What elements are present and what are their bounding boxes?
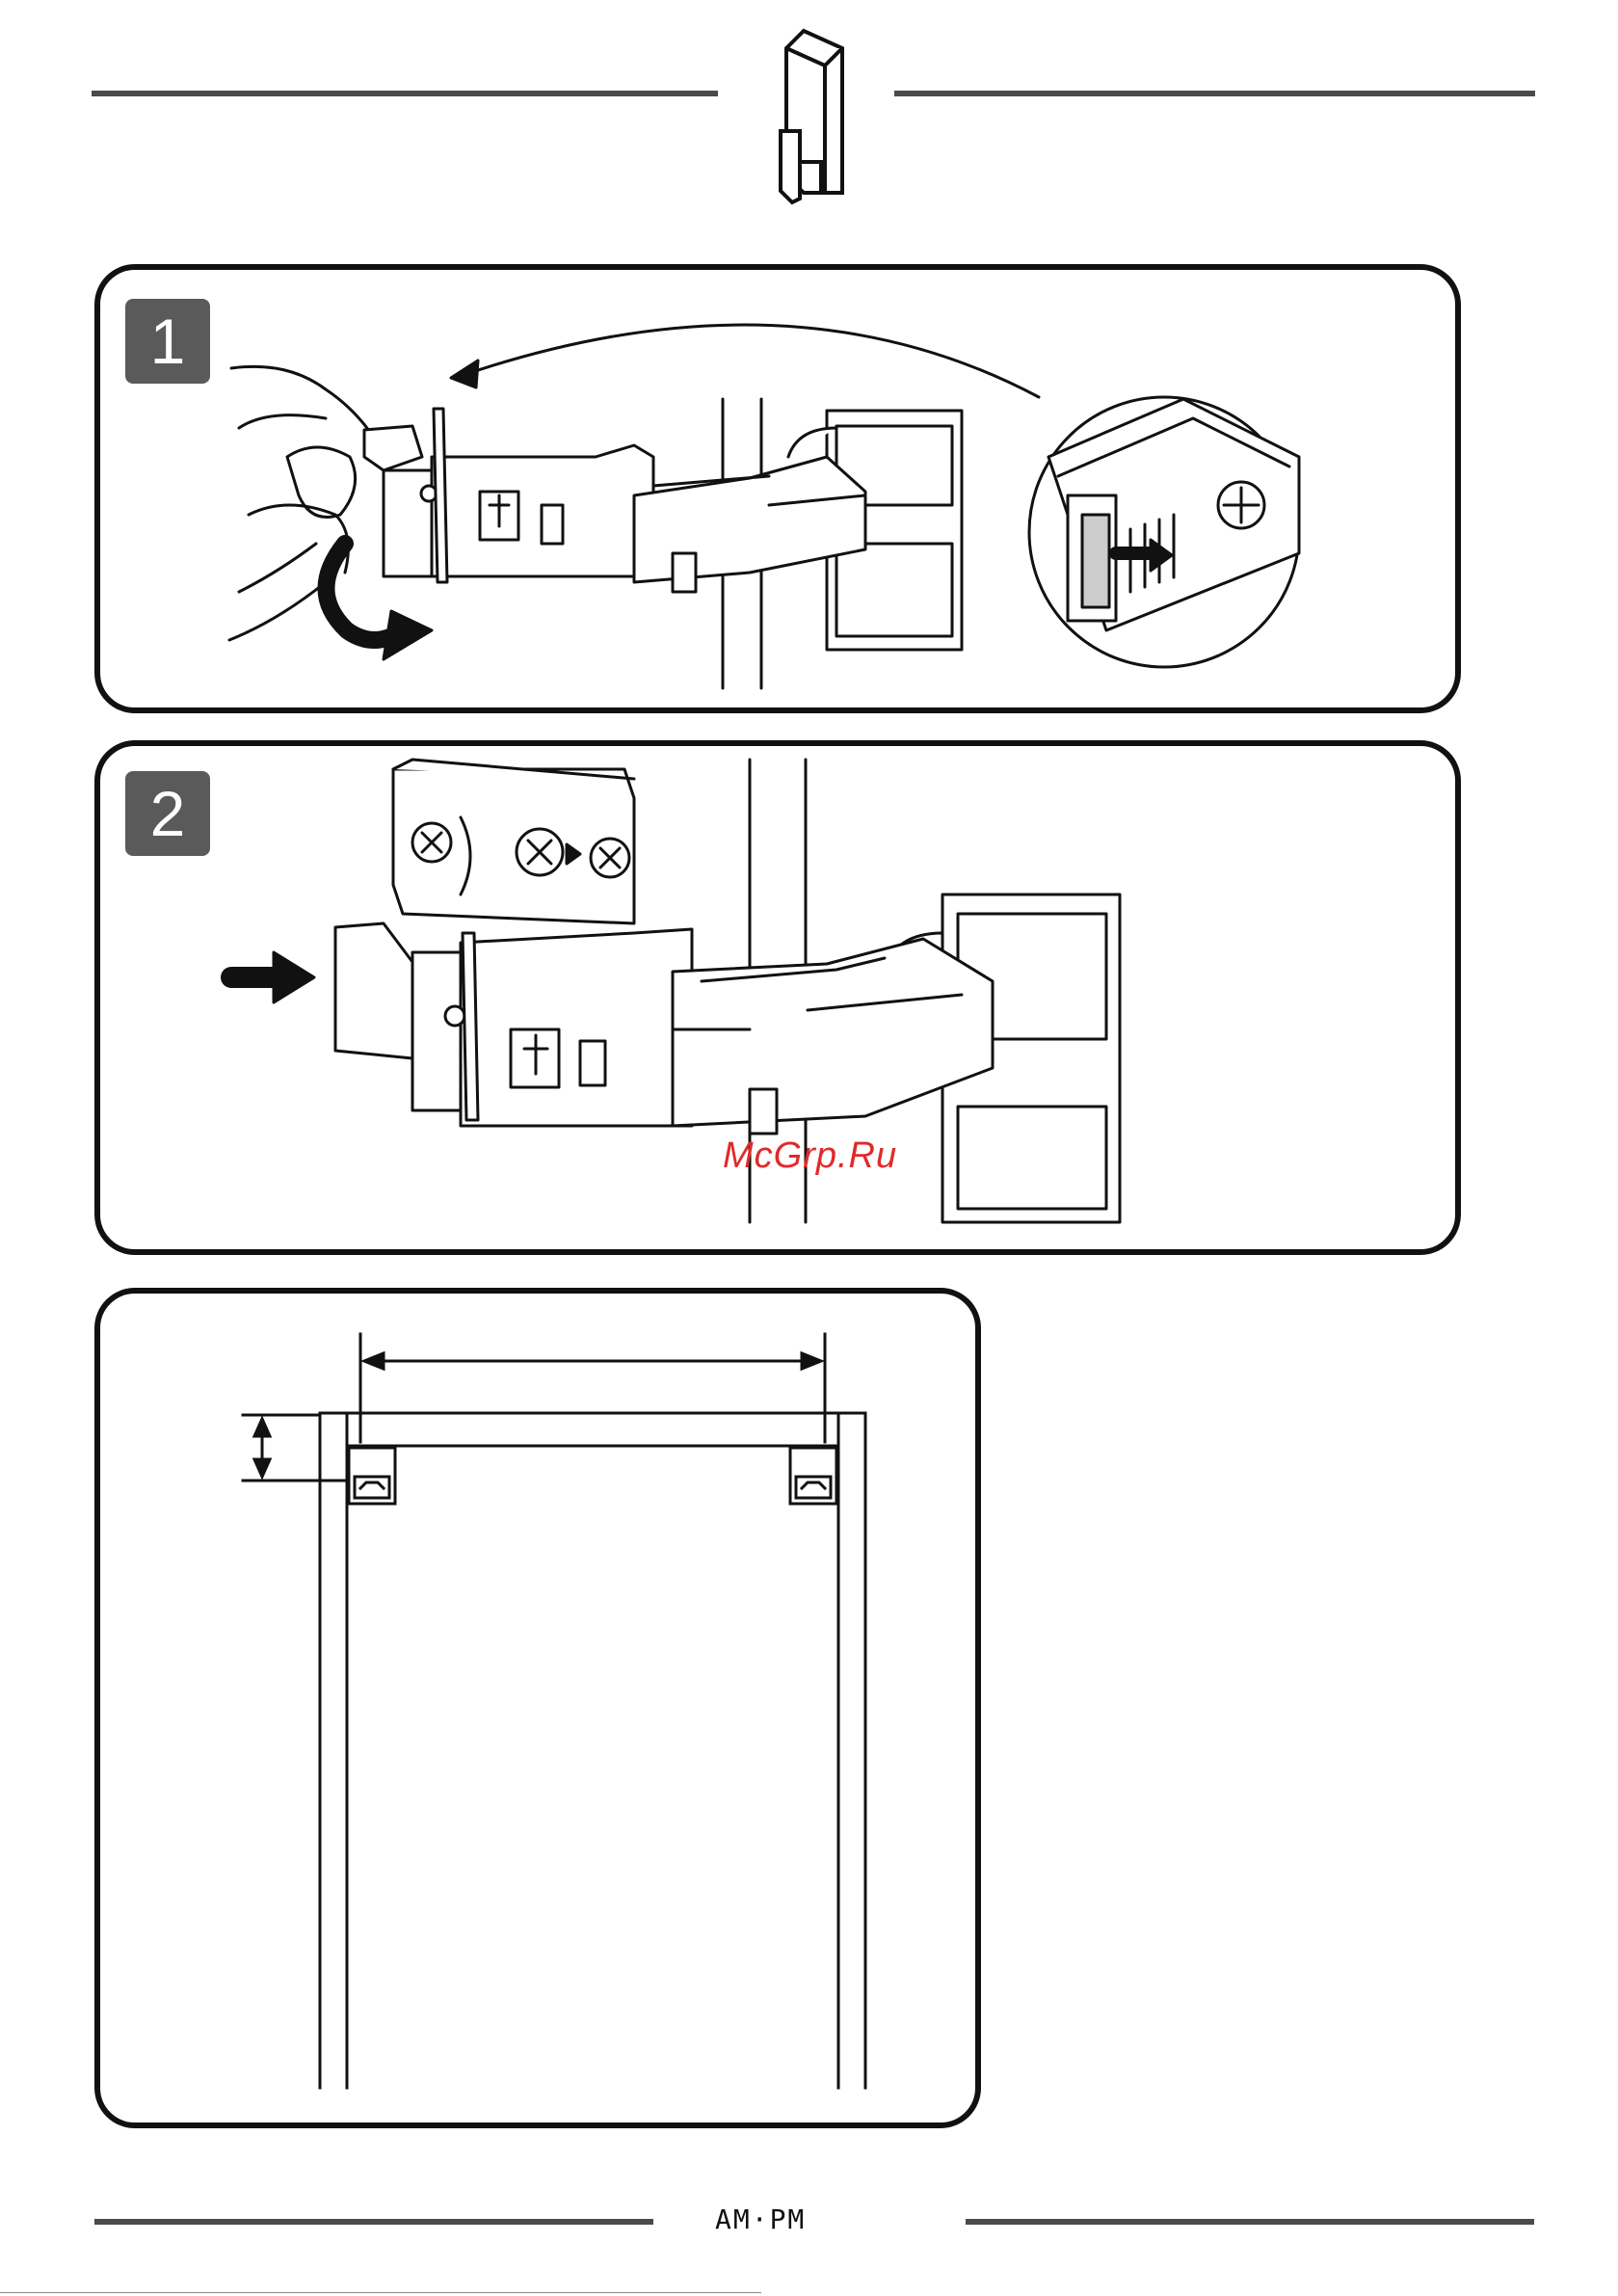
footer-rule-left	[94, 2219, 653, 2225]
step-2-illustration	[94, 740, 1461, 1255]
header-rule-left	[92, 91, 718, 96]
hinge-arm	[364, 409, 865, 592]
bottom-edge-line	[0, 2292, 761, 2293]
detail-circle	[1029, 397, 1299, 667]
hinge-icon	[771, 27, 848, 205]
brand-logo: AM·PM	[715, 2203, 806, 2235]
cabinet-diagram	[94, 1288, 981, 2128]
step-1-illustration	[94, 264, 1461, 713]
screw-icon	[1218, 482, 1264, 528]
watermark: McGrp.Ru	[723, 1135, 897, 1177]
footer-rule-right	[966, 2219, 1534, 2225]
header-rule-right	[894, 91, 1535, 96]
screw-icon	[412, 823, 451, 862]
base-plate	[393, 760, 634, 923]
hand-icon	[229, 366, 374, 640]
